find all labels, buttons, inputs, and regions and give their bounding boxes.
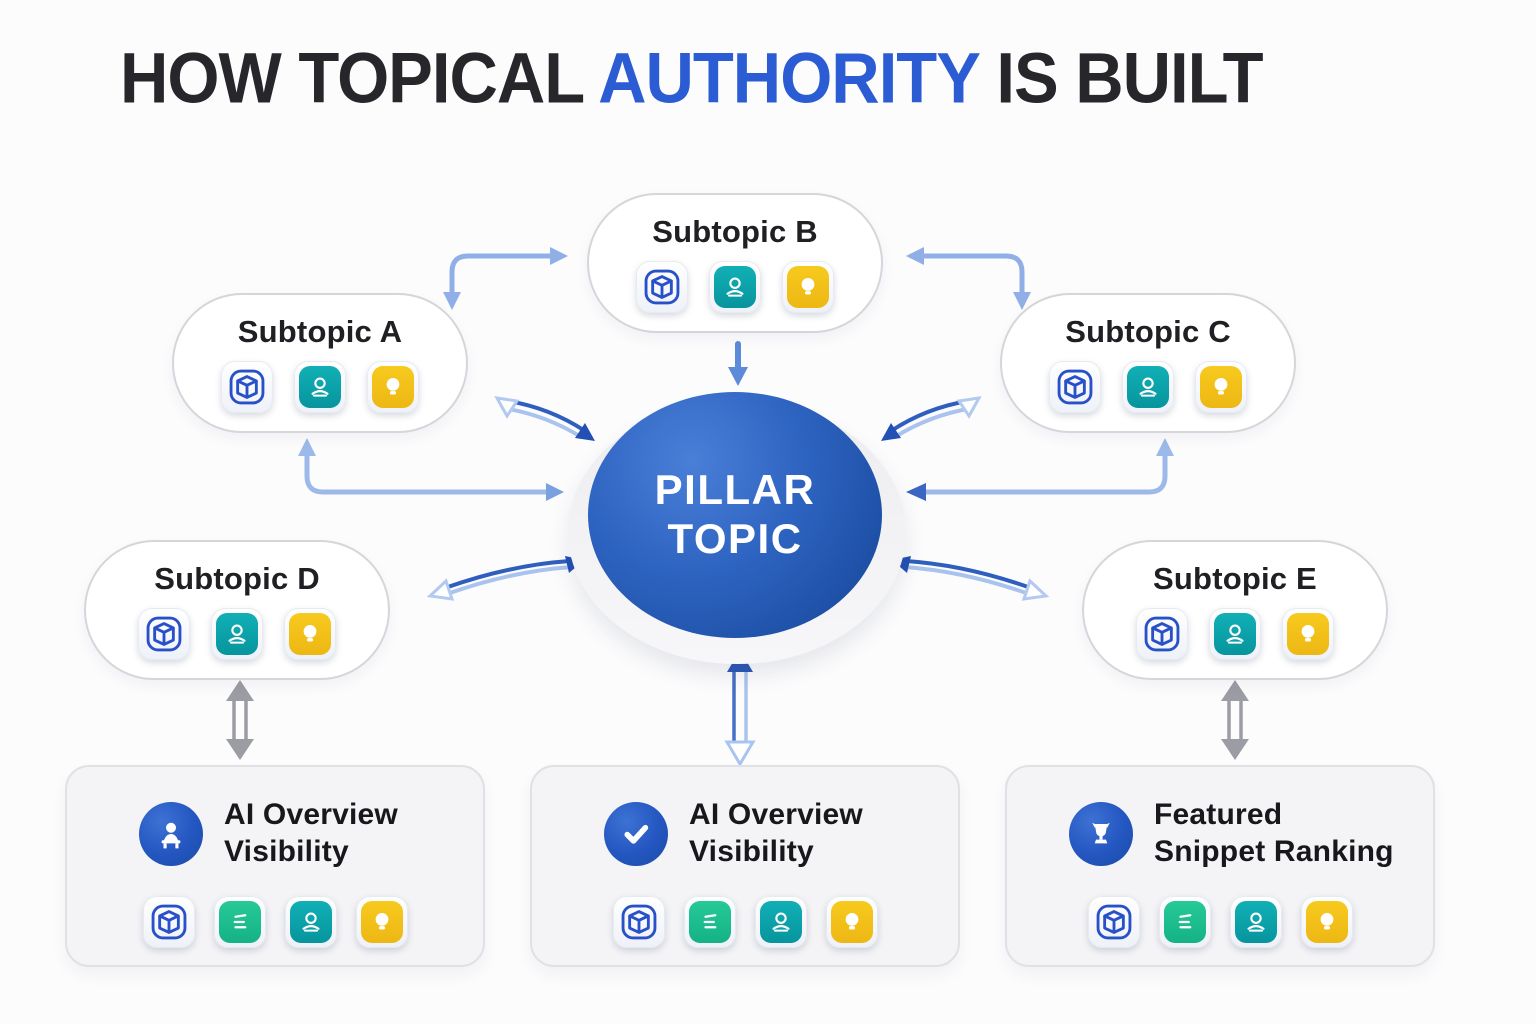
- card-2-title-line1: AI Overview: [689, 798, 863, 831]
- title-part2: IS BUILT: [978, 39, 1263, 119]
- arrow-a-to-pillar: [298, 438, 564, 501]
- lightbulb-icon: [1282, 607, 1334, 660]
- subtopic-a-label: Subtopic A: [237, 313, 403, 349]
- card-ai-overview-2: AI Overview Visibility: [530, 765, 960, 967]
- analyst-user-icon: [139, 801, 203, 866]
- subtopic-d-icon-row: [138, 607, 336, 660]
- card-2-title-line2: Visibility: [689, 834, 814, 868]
- lightbulb-icon: [1300, 896, 1353, 949]
- lightbulb-icon: [1195, 360, 1247, 413]
- subtopic-c-node: Subtopic C: [1000, 293, 1296, 433]
- subtopic-a-node: Subtopic A: [172, 293, 468, 433]
- subtopic-d-label: Subtopic D: [154, 560, 320, 596]
- person-icon: [211, 607, 263, 660]
- title-highlight: AUTHORITY: [598, 39, 980, 119]
- arrow-d-to-card: [226, 680, 254, 760]
- arrow-pillar-a-curve: [494, 396, 595, 441]
- writing-icon: [683, 896, 736, 949]
- checkmark-icon: [604, 801, 668, 866]
- card-2-title: AI Overview Visibility: [689, 797, 863, 870]
- cube-icon: [612, 896, 665, 949]
- card-3-icon-row: [1007, 896, 1433, 949]
- subtopic-b-label: Subtopic B: [652, 213, 818, 249]
- lightbulb-icon: [355, 896, 408, 949]
- card-ai-overview-1: AI Overview Visibility: [65, 765, 485, 967]
- subtopic-d-node: Subtopic D: [84, 540, 390, 680]
- card-2-icon-row: [532, 896, 958, 949]
- arrow-c-to-pillar: [906, 438, 1174, 501]
- card-3-title-line2: Snippet Ranking: [1154, 834, 1394, 868]
- arrow-c-to-b: [906, 247, 1031, 310]
- person-icon: [709, 260, 761, 313]
- person-icon: [754, 896, 807, 949]
- subtopic-e-icon-row: [1136, 607, 1334, 660]
- cube-icon: [1049, 360, 1101, 413]
- arrow-pillar-e-curve: [892, 556, 1050, 601]
- subtopic-c-label: Subtopic C: [1065, 313, 1231, 349]
- card-3-header: Featured Snippet Ranking: [1007, 797, 1433, 870]
- person-icon: [1209, 607, 1261, 660]
- arrow-pillar-to-card: [724, 650, 756, 767]
- title-part1: HOW TOPICAL: [120, 39, 599, 119]
- subtopic-c-icon-row: [1049, 360, 1247, 413]
- subtopic-e-node: Subtopic E: [1082, 540, 1388, 680]
- trophy-icon: [1069, 801, 1133, 866]
- lightbulb-icon: [782, 260, 834, 313]
- arrow-a-to-b: [443, 247, 568, 310]
- writing-icon: [213, 896, 266, 949]
- card-1-title-line1: AI Overview: [224, 798, 398, 831]
- person-icon: [284, 896, 337, 949]
- arrow-pillar-d-curve: [426, 556, 584, 601]
- subtopic-a-icon-row: [221, 360, 419, 413]
- card-1-header: AI Overview Visibility: [67, 797, 483, 870]
- page-title: HOW TOPICAL AUTHORITY IS BUILT: [120, 38, 1264, 120]
- card-featured-snippet: Featured Snippet Ranking: [1005, 765, 1435, 967]
- cube-icon: [1087, 896, 1140, 949]
- card-3-title-line1: Featured: [1154, 798, 1283, 831]
- card-1-title-line2: Visibility: [224, 834, 349, 868]
- person-icon: [1229, 896, 1282, 949]
- subtopic-b-node: Subtopic B: [587, 193, 883, 333]
- pillar-topic-node: PILLAR TOPIC: [588, 392, 882, 638]
- cube-icon: [221, 360, 273, 413]
- pillar-label-line2: TOPIC: [667, 515, 803, 562]
- arrow-e-to-card: [1221, 680, 1249, 760]
- lightbulb-icon: [284, 607, 336, 660]
- subtopic-e-label: Subtopic E: [1153, 560, 1317, 596]
- arrow-b-to-pillar: [728, 341, 748, 386]
- lightbulb-icon: [825, 896, 878, 949]
- person-icon: [1122, 360, 1174, 413]
- subtopic-b-icon-row: [636, 260, 834, 313]
- cube-icon: [142, 896, 195, 949]
- cube-icon: [1136, 607, 1188, 660]
- card-1-icon-row: [67, 896, 483, 949]
- lightbulb-icon: [367, 360, 419, 413]
- cube-icon: [636, 260, 688, 313]
- writing-icon: [1158, 896, 1211, 949]
- card-1-title: AI Overview Visibility: [224, 797, 398, 870]
- person-icon: [294, 360, 346, 413]
- card-3-title: Featured Snippet Ranking: [1154, 797, 1394, 870]
- cube-icon: [138, 607, 190, 660]
- card-2-header: AI Overview Visibility: [532, 797, 958, 870]
- arrow-pillar-c-curve: [881, 396, 982, 441]
- pillar-label-line1: PILLAR: [654, 466, 816, 514]
